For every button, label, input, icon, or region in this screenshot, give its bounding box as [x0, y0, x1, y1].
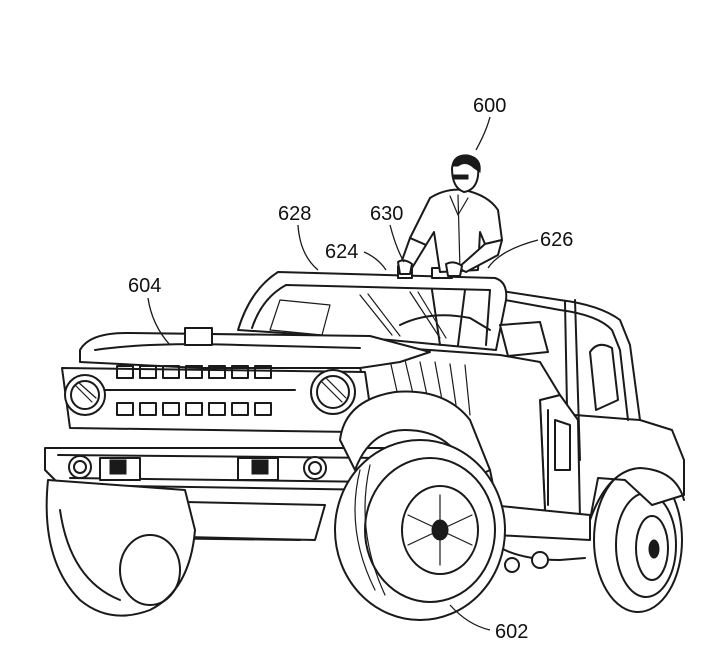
label-624: 624	[325, 241, 358, 263]
tow-hook-left	[99, 457, 141, 481]
tow-hook-right	[237, 457, 279, 481]
front-left-wheel	[45, 479, 196, 617]
reference-numerals: 600 628 630 624 626 604 602	[128, 95, 573, 643]
label-626: 626	[540, 229, 573, 251]
leader-lines	[147, 116, 539, 631]
person-figure	[397, 154, 503, 346]
grille-slots-bottom	[116, 402, 272, 416]
leader-604	[147, 297, 171, 346]
rear-wheel	[593, 467, 683, 613]
label-604: 604	[128, 275, 161, 297]
grille-slots-top	[116, 365, 272, 379]
hood	[79, 331, 431, 369]
leader-624	[363, 251, 387, 271]
headlamp-left	[64, 374, 106, 416]
fog-light-left	[68, 455, 92, 479]
front-right-wheel	[334, 439, 506, 621]
leader-630	[389, 224, 405, 263]
front-fender	[339, 390, 491, 481]
open-door	[539, 394, 581, 526]
label-600: 600	[473, 95, 506, 117]
headlamp-right	[310, 369, 356, 415]
fog-light-right	[303, 456, 327, 480]
vehicle	[44, 271, 685, 621]
leader-600	[475, 116, 491, 151]
leader-628	[297, 224, 319, 271]
leader-626	[487, 239, 539, 269]
rear-seat	[589, 343, 619, 411]
label-628: 628	[278, 203, 311, 225]
leader-602	[449, 604, 491, 631]
label-630: 630	[370, 203, 403, 225]
roll-cage	[494, 289, 641, 421]
label-602: 602	[495, 621, 528, 643]
